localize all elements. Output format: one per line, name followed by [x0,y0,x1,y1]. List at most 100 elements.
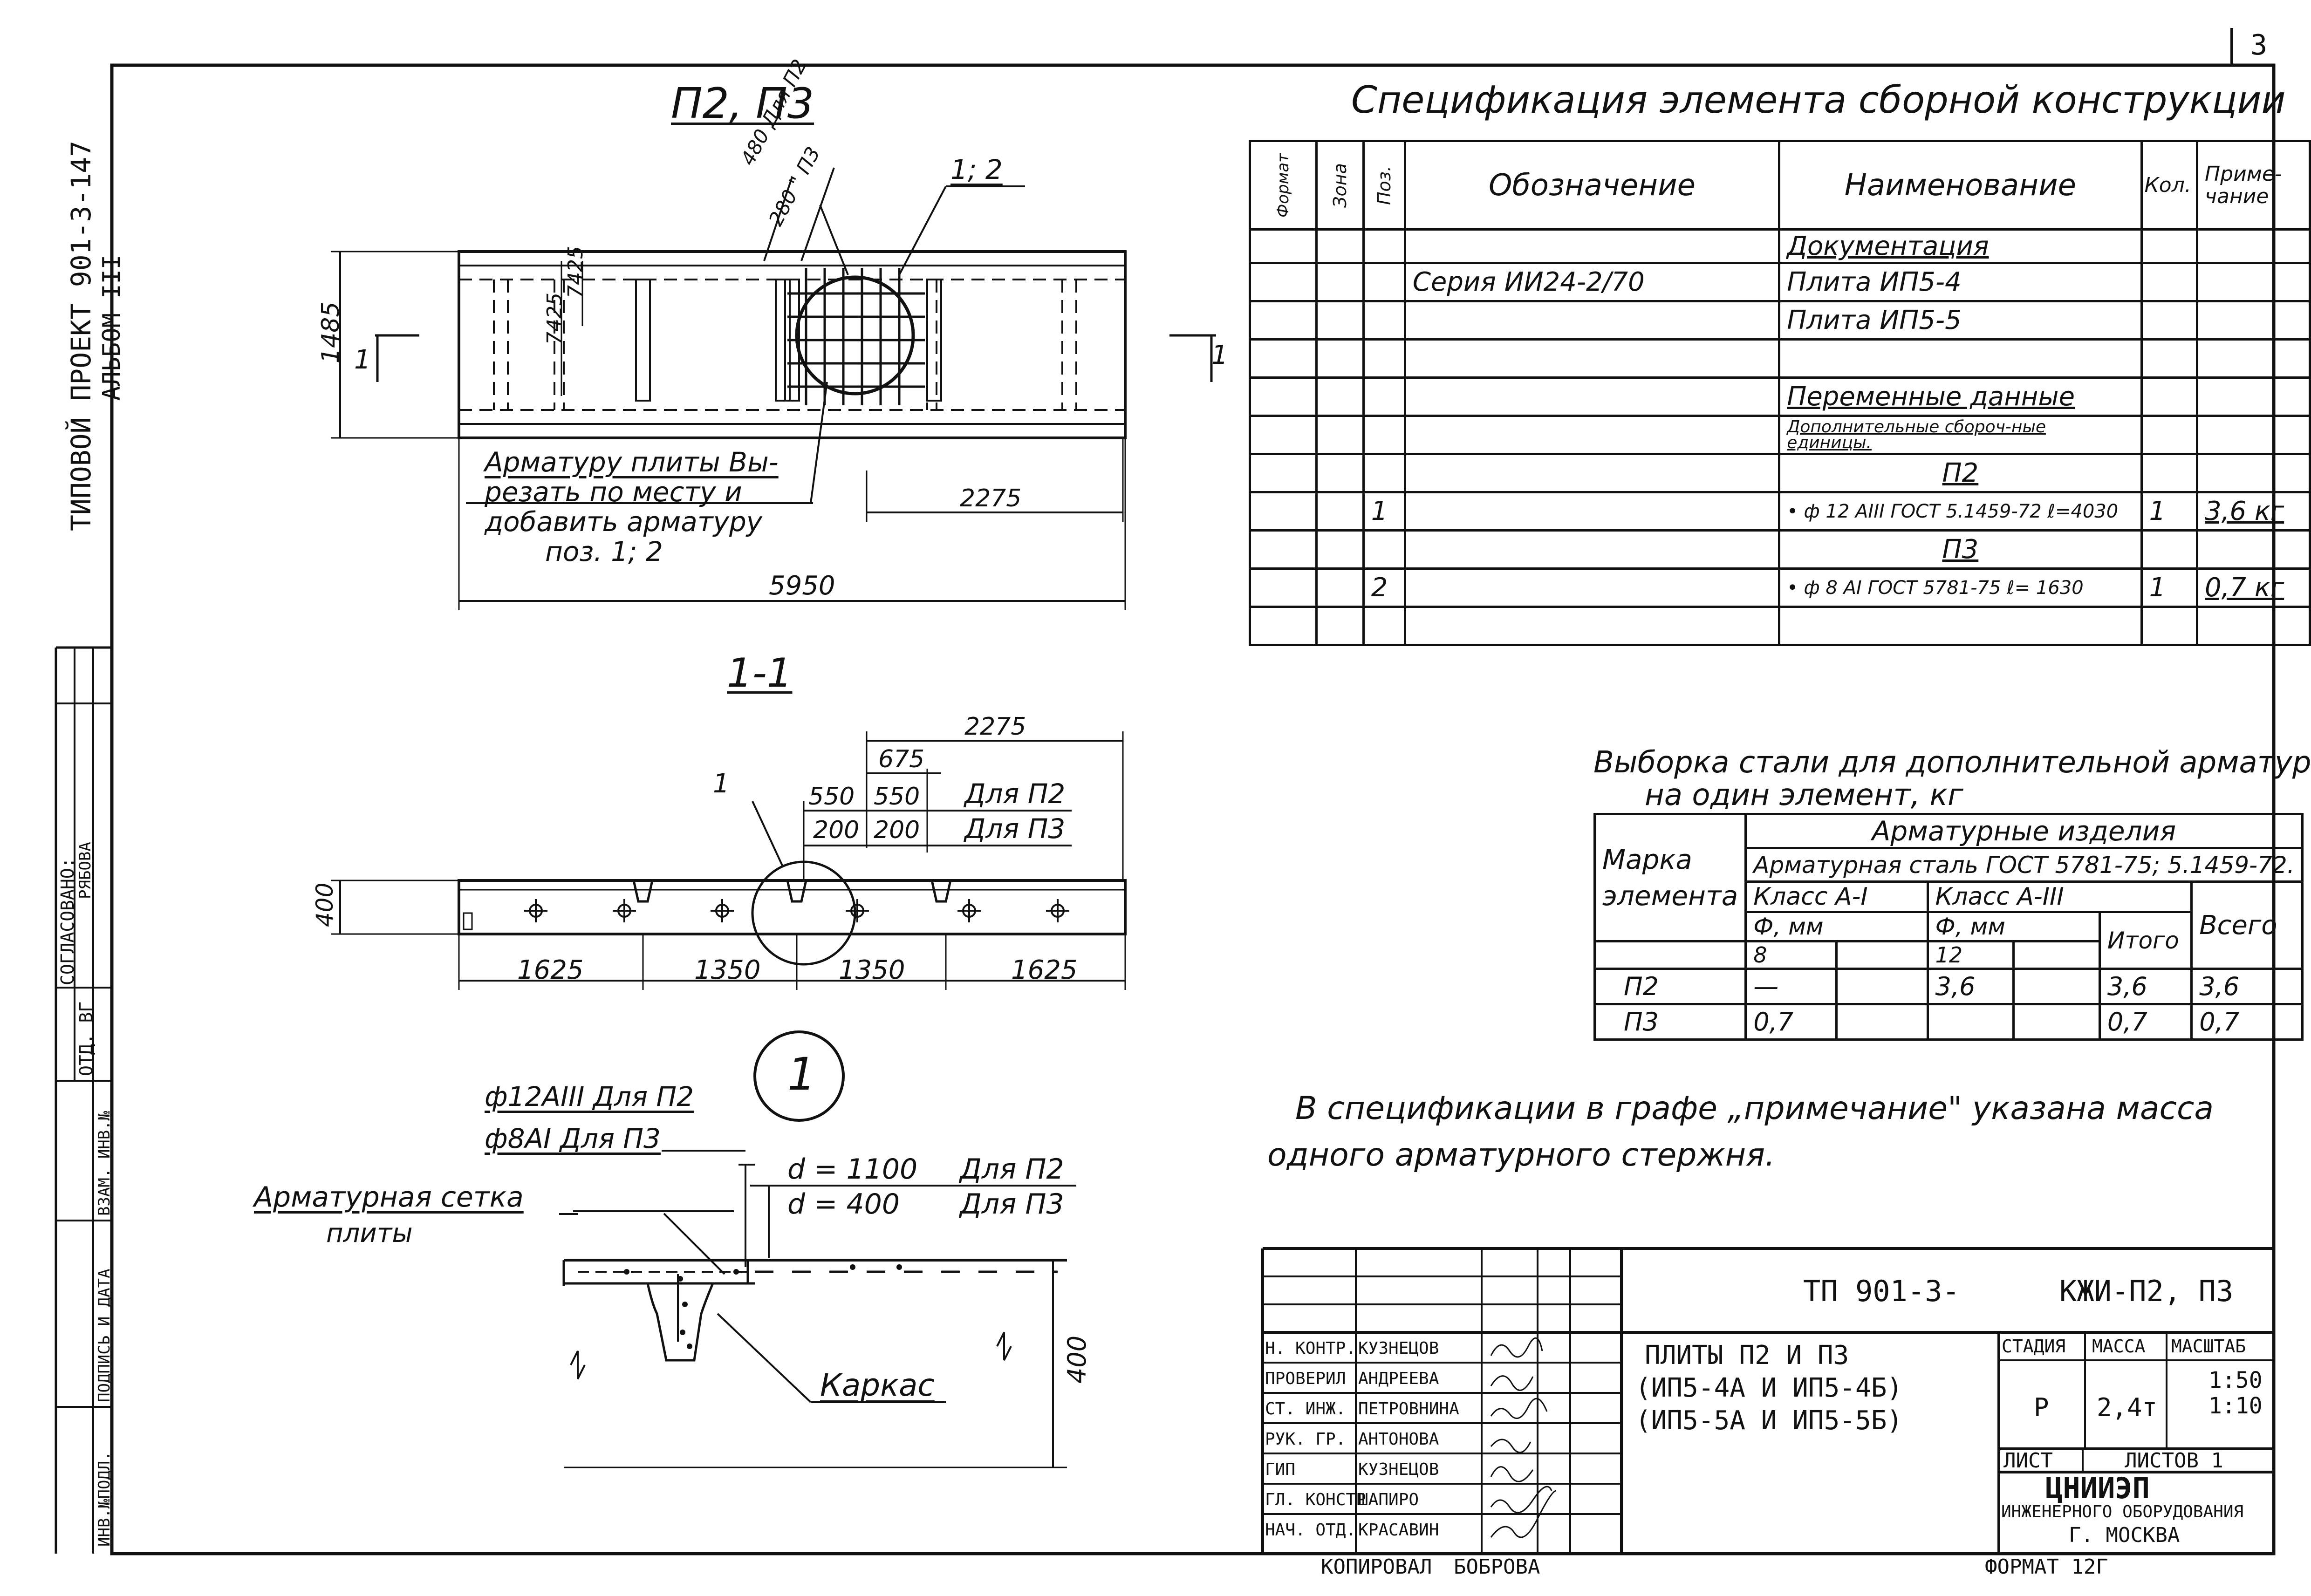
steel-cell-empty [1835,968,1929,1005]
spec-cell-format [1249,300,1318,341]
spec-cell-designation [1403,529,1781,570]
inv-col: ИНВ.№ПОДЛ. [95,1451,114,1547]
spec-h-zone: Зона [1315,140,1365,231]
replace-col: ВЗАМ. ИНВ.№ [95,1111,114,1216]
stamp-org: ЦНИИЭП [2045,1471,2150,1505]
spec-cell-format [1249,529,1318,570]
detail-bar-p2: ф12АIII Для П2 [485,1081,694,1112]
stamp-sheet: ЛИСТ [2003,1449,2053,1473]
spec-cell-pos [1362,529,1406,570]
stamp-person: АНДРЕЕВА [1358,1369,1439,1388]
spec-cell-format [1249,453,1318,493]
spec-cell-designation [1403,606,1781,646]
stamp-h-scale: МАСШТАБ [2171,1336,2246,1357]
plan-title: П2, П3 [671,79,814,128]
stamp-scale1: 1:50 [2208,1367,2263,1393]
spec-cell-note [2196,376,2311,417]
spec-title: Спецификация элемента сборной конструкци… [1351,78,2286,122]
stamp-desc-line: (ИП5-5А И ИП5-5Б) [1635,1405,1903,1436]
stamp-role: ГЛ. КОНСТР [1265,1490,1366,1509]
stamp-copier: БОБРОВА [1454,1555,1540,1579]
title-block-lines [1261,1247,2274,1554]
spec-cell-qty [2140,300,2199,341]
steel-cell-d12 [1926,1003,2015,1041]
spec-cell-zone [1315,300,1365,341]
stamp-role: ПРОВЕРИЛ [1265,1369,1346,1388]
spec-cell-pos [1362,300,1406,341]
section-mark-left: 1 [354,345,371,375]
spec-row: Дополнительные сбороч-ные единицы. [1249,415,2311,455]
steel-h-phi1: Ф, мм [1744,911,1929,942]
plan-note-line: Арматуру плиты Вы- [485,446,779,478]
spec-cell-pos [1362,606,1406,646]
stamp-copied: КОПИРОВАЛ [1321,1555,1432,1579]
steel-h-mark: Марка элемента [1593,813,1747,942]
stamp-person: КУЗНЕЦОВ [1358,1460,1439,1479]
section-bottom-dim: 1625 [517,955,584,985]
spec-row [1249,338,2311,379]
spec-cell-note [2196,228,2311,264]
steel-cell-all: 3,6 [2190,968,2304,1005]
spec-cell-zone [1315,262,1365,302]
spec-cell-pos: 1 [1362,491,1406,532]
spec-cell-pos [1362,228,1406,264]
steel-h-total: Итого [2098,911,2193,970]
steel-h-empty [2012,940,2101,970]
spec-h-note: Приме-чание [2196,140,2311,231]
plan-dim-1485: 1485 [317,301,345,363]
section-dim-550b: 550 [874,783,920,811]
plan-dim-7425a: 7425 [543,293,567,345]
spec-cell-designation [1403,228,1781,264]
stamp-code-right: КЖИ-П2, П3 [2059,1274,2234,1308]
stamp-role-row: СТ. ИНЖ.ПЕТРОВНИНА [1265,1397,1489,1425]
plan-dim-5950: 5950 [769,571,835,601]
spec-cell-name [1778,606,2143,646]
plan-ratio: 1; 2 [950,154,1003,185]
stamp-role-row: ПРОВЕРИЛ АНДРЕЕВА [1265,1366,1489,1394]
spec-cell-pos: 2 [1362,567,1406,608]
spec-cell-note [2196,453,2311,493]
spec-cell-designation [1403,376,1781,417]
spec-table: Формат Зона Поз. Обозначение Наименовани… [1249,140,2311,646]
stamp-person: ПЕТРОВНИНА [1358,1399,1459,1419]
section-bottom-dim: 1350 [694,955,761,985]
section-drawing [331,731,1127,990]
spec-cell-name: П3 [1778,529,2143,570]
spec-cell-qty [2140,338,2199,379]
spec-cell-designation: Серия ИИ24-2/70 [1403,262,1781,302]
spec-cell-qty [2140,415,2199,455]
spec-h-name: Наименование [1778,140,2143,231]
spec-cell-designation [1403,300,1781,341]
spec-cell-zone [1315,529,1365,570]
spec-h-pos: Поз. [1362,140,1406,231]
spec-cell-note: 0,7 кг [2196,567,2311,608]
spec-cell-name [1778,338,2143,379]
format-label: ФОРМАТ 12Г [1985,1555,2108,1579]
steel-h-empty [1593,940,1747,970]
spec-cell-zone [1315,606,1365,646]
spec-cell-name: Дополнительные сбороч-ные единицы. [1778,415,2143,455]
section-for-p2: Для П2 [964,778,1066,810]
steel-cell-d12: 3,6 [1926,968,2015,1005]
stamp-person: КРАСАВИН [1358,1521,1439,1540]
spec-cell-pos [1362,415,1406,455]
plan-note: Арматуру плиты Вы- резать по месту и доб… [485,447,779,566]
steel-title1: Выборка стали для дополнительной арматур… [1593,745,2311,780]
stamp-person: АНТОНОВА [1358,1430,1439,1449]
steel-cell-mark: П3 [1593,1003,1747,1041]
spec-cell-name: • ф 8 АI ГОСТ 5781-75 ℓ= 1630 [1778,567,2143,608]
plan-drawing [331,167,1216,610]
spec-cell-format [1249,491,1318,532]
detail-for-p3: Для П3 [960,1188,1064,1221]
detail-bar-p3: ф8АI Для П3 [485,1123,661,1154]
steel-table: Марка элемента Арматурные изделия Армату… [1593,813,2304,1041]
remark-line1: В спецификации в графе „примечание" указ… [1295,1090,2214,1127]
spec-cell-note [2196,262,2311,302]
section-bottom-dim: 1350 [839,955,905,985]
section-dim-400: 400 [311,882,338,927]
spec-cell-format [1249,606,1318,646]
